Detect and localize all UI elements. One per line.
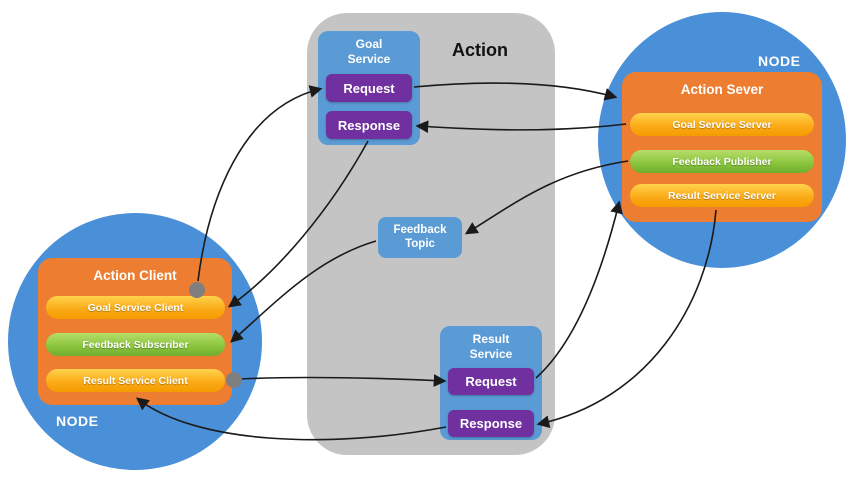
client-node-label: NODE — [56, 413, 99, 429]
result-service-client-pill: Result Service Client — [46, 369, 225, 392]
result-response-button: Response — [448, 410, 534, 437]
action-server-title: Action Sever — [680, 82, 764, 97]
feedback-topic-box: Feedback Topic — [378, 217, 462, 258]
feedback-publisher-pill: Feedback Publisher — [630, 150, 814, 173]
goal-response-button: Response — [326, 111, 412, 139]
action-panel-title: Action — [452, 40, 508, 60]
goal-service-client-pill: Goal Service Client — [46, 296, 225, 319]
result-service-title: Result Service — [469, 332, 513, 361]
server-node-label: NODE — [758, 53, 801, 69]
result-request-button: Request — [448, 368, 534, 395]
feedback-subscriber-pill: Feedback Subscriber — [46, 333, 225, 356]
result-service-server-pill: Result Service Server — [630, 184, 814, 207]
feedback-topic-label: Feedback Topic — [393, 223, 447, 250]
goal-request-button: Request — [326, 74, 412, 102]
goal-service-title: Goal Service — [347, 37, 391, 66]
result-client-connector-dot — [226, 372, 242, 388]
goal-service-server-pill: Goal Service Server — [630, 113, 814, 136]
goal-client-connector-dot — [189, 282, 205, 298]
action-client-title: Action Client — [93, 268, 177, 283]
